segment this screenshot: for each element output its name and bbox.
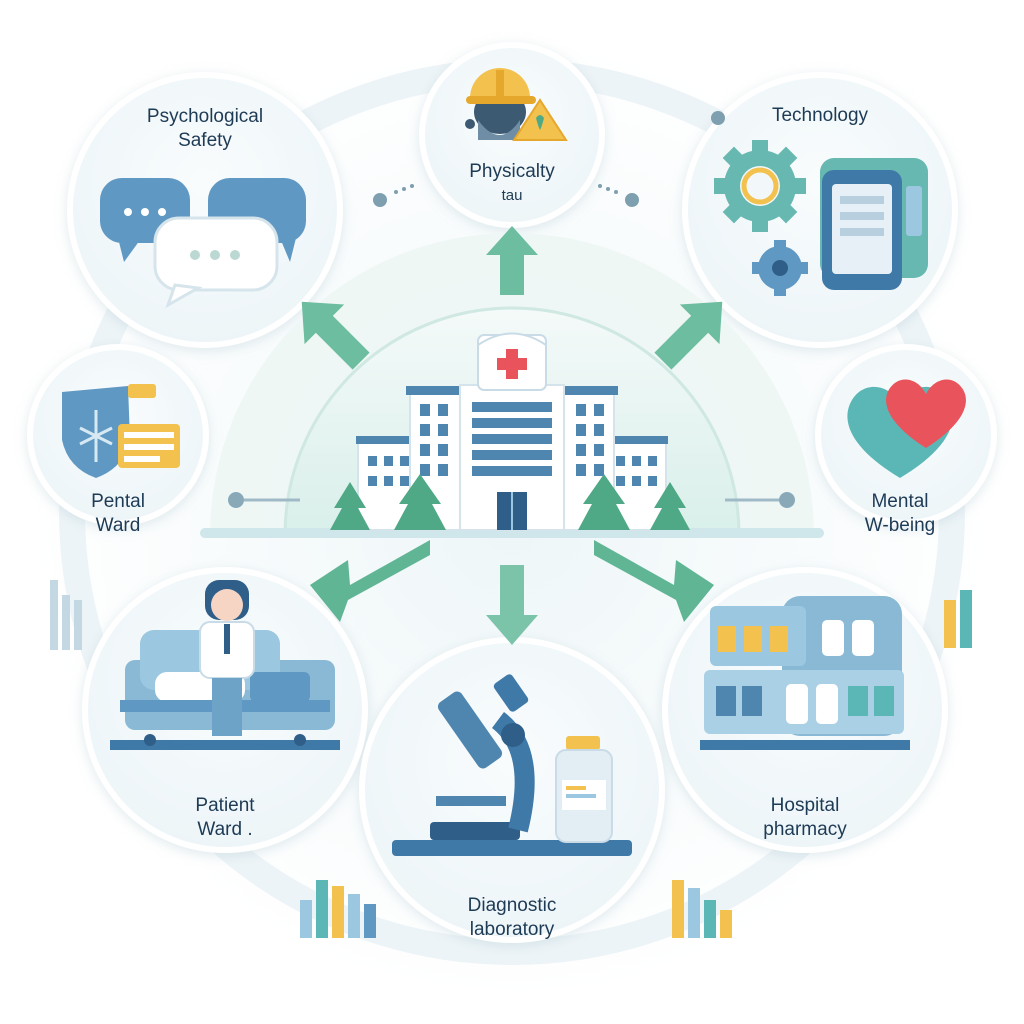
- label-psychological-safety-line1: Psychological: [146, 106, 264, 127]
- bar-chart-icon-4: [50, 580, 82, 650]
- warning-sign-icon: [512, 98, 568, 141]
- label-technology-line1: Technology: [771, 105, 869, 126]
- label-hospital-pharmacy-line1: Hospital: [770, 795, 840, 816]
- bar-chart-icon-2: [672, 880, 732, 938]
- label-mental-wellbeing: Mental W-being: [838, 490, 962, 538]
- patient-figure-icon: [199, 580, 255, 736]
- label-diagnostic-laboratory-line2: laboratory: [469, 919, 555, 940]
- label-hospital-pharmacy: Hospital pharmacy: [730, 794, 880, 842]
- label-psychological-safety: Psychological Safety: [115, 105, 295, 153]
- hospital-building-icon: [330, 332, 690, 531]
- arrow-up-left: [301, 301, 370, 370]
- hard-hat-worker-icon: [465, 68, 536, 140]
- dotted-connectors: [373, 111, 725, 207]
- arrows: [301, 226, 723, 645]
- label-physicalty-line1: Physicalty: [469, 161, 555, 182]
- label-diagnostic-laboratory: Diagnostic laboratory: [432, 894, 592, 942]
- document-icon: [118, 384, 180, 468]
- shield-icon: [62, 386, 130, 478]
- label-patient-ward-line2: Ward .: [197, 819, 253, 840]
- label-patient-ward: Patient Ward .: [160, 794, 290, 842]
- medicine-bottle-icon: [555, 736, 613, 843]
- label-pental-ward-line2: Ward: [95, 515, 141, 536]
- arrow-down: [486, 565, 538, 645]
- heart-icon: [847, 379, 966, 478]
- tablet-icon: [820, 158, 928, 290]
- label-hospital-pharmacy-line2: pharmacy: [763, 819, 847, 840]
- arrow-up: [486, 226, 538, 295]
- label-technology: Technology: [740, 104, 900, 128]
- label-diagnostic-laboratory-line1: Diagnostic: [467, 895, 557, 916]
- bar-chart-icon-3: [944, 590, 972, 648]
- label-physicalty: Physicalty tau: [432, 160, 592, 208]
- label-mental-wellbeing-line1: Mental: [871, 491, 929, 512]
- small-gear-icon: [752, 240, 808, 296]
- arrow-down-left: [310, 540, 430, 622]
- label-mental-wellbeing-line2: W-being: [864, 515, 936, 536]
- label-pental-ward-line1: Pental: [91, 491, 145, 512]
- pharmacy-shelf-icon: [700, 596, 910, 750]
- microscope-icon: [392, 674, 632, 856]
- label-physicalty-line2: tau: [501, 187, 523, 204]
- bar-chart-icon-1: [300, 880, 376, 938]
- arrow-up-right: [654, 301, 723, 370]
- label-patient-ward-line1: Patient: [195, 795, 255, 816]
- label-psychological-safety-line2: Safety: [178, 130, 232, 151]
- gear-icon: [714, 140, 806, 232]
- speech-bubbles-icon: [100, 178, 306, 309]
- label-pental-ward: Pental Ward: [58, 490, 178, 538]
- arrow-down-right: [594, 540, 714, 622]
